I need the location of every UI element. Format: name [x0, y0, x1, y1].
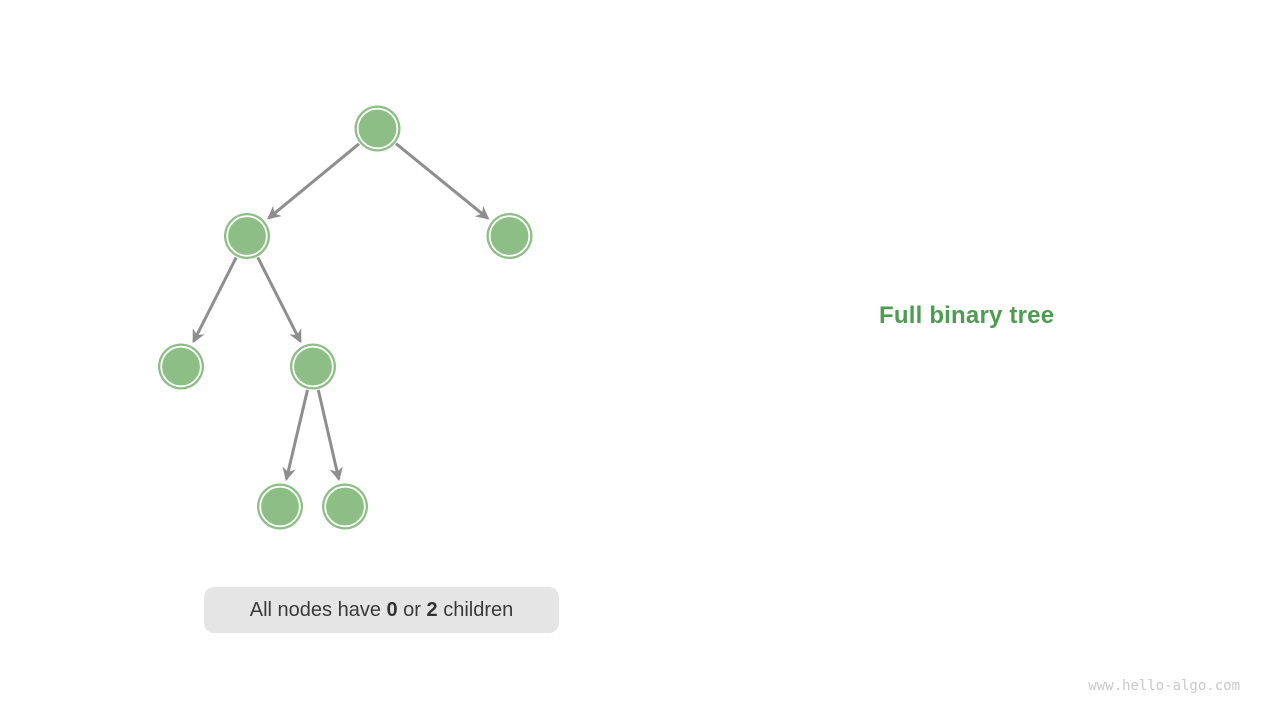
- tree-node-left-right-left: [257, 483, 303, 530]
- caption-bold-zero: 0: [386, 598, 398, 621]
- caption-text-middle: or: [397, 598, 427, 621]
- tree-node-right: [486, 213, 533, 259]
- caption-bold-two: 2: [426, 598, 438, 621]
- tree-edge-left-right-to-left-right-right: [316, 389, 343, 482]
- caption-badge: All nodes have 0 or 2 children: [204, 587, 559, 633]
- watermark: www.hello-algo.com: [1088, 678, 1240, 694]
- tree-nodes-layer: [158, 105, 533, 530]
- diagram-title: Full binary tree: [879, 302, 1055, 329]
- tree-edge-root-to-left: [267, 142, 360, 220]
- caption-text-suffix: children: [437, 598, 514, 621]
- tree-node-left-right: [290, 343, 336, 390]
- tree-node-left-left: [158, 343, 204, 390]
- tree-edges-layer: [192, 142, 490, 482]
- tree-edge-left-right-to-left-right-left: [282, 389, 309, 482]
- tree-node-left-right-right: [322, 483, 368, 530]
- tree-node-root: [354, 105, 401, 152]
- tree-node-left: [224, 213, 270, 259]
- caption-text-prefix: All nodes have: [249, 598, 387, 621]
- tree-edge-left-to-left-left: [192, 256, 238, 344]
- tree-edge-root-to-right: [395, 142, 490, 220]
- tree-edge-left-to-left-right: [256, 256, 302, 344]
